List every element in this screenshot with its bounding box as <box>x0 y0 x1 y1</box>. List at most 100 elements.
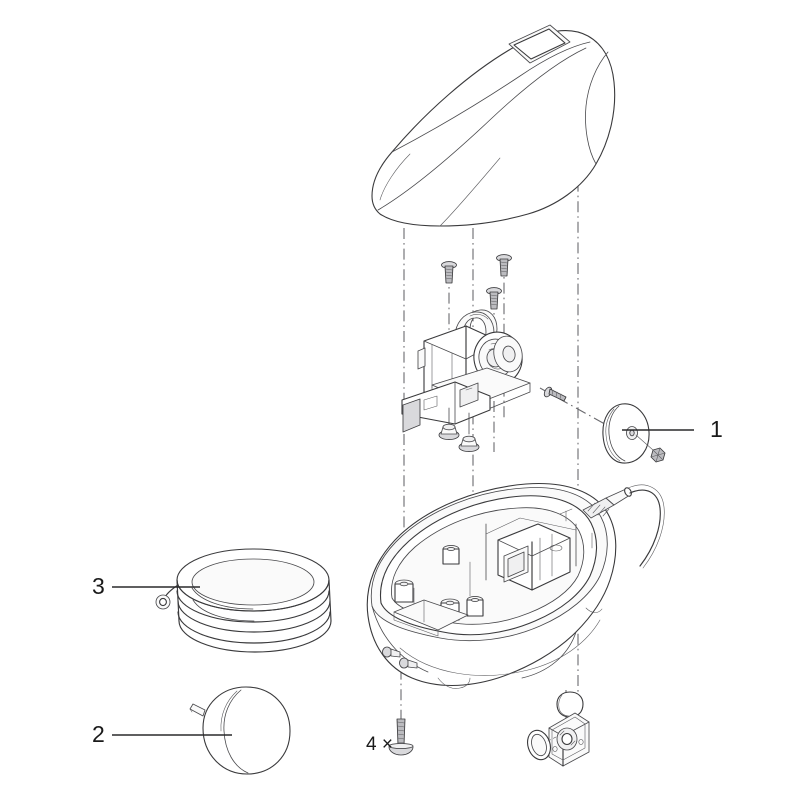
transformer-core-inner <box>507 551 525 578</box>
screw-thread <box>445 268 453 280</box>
cap-body <box>556 691 584 718</box>
hose-coil-wrap-3 <box>178 620 332 653</box>
o-ring-inner <box>531 733 547 757</box>
hose-inner-wrap-2 <box>192 599 255 622</box>
screw-shaft <box>499 258 509 277</box>
mounting-screw-head-top <box>388 742 414 750</box>
housing-foot-left <box>437 677 471 689</box>
cable-sleeve-end <box>624 487 632 497</box>
mounting-boss <box>394 579 414 603</box>
cover-parting-line <box>439 157 501 227</box>
mounting-boss <box>442 544 460 565</box>
housing-bottom-edge <box>521 631 577 679</box>
bracket-boss-slot <box>559 730 576 746</box>
mounting-boss <box>466 595 484 617</box>
rotor-rim-inner <box>608 405 626 462</box>
bracket-arm-slot <box>423 395 438 411</box>
grommet-top <box>462 435 476 443</box>
boss-bore <box>399 581 409 587</box>
cover-rear-fillet <box>585 51 609 165</box>
cover-screw-group <box>441 254 512 310</box>
quantity-label-screws: 4 × <box>366 734 393 755</box>
cover-recess-window <box>508 24 571 64</box>
boss-bore <box>470 597 480 603</box>
screw-thread <box>490 294 498 306</box>
pump-inner-cavity <box>459 382 479 408</box>
cable-lead <box>629 489 661 567</box>
connector-pin <box>382 646 392 658</box>
housing-skirt-crease <box>399 619 601 676</box>
suction-cup-stem <box>189 703 206 717</box>
top-cover-shroud <box>371 24 616 227</box>
grommet-top <box>442 423 456 431</box>
hose-inner-wrap-1 <box>191 587 254 610</box>
internal-transformer <box>497 523 571 591</box>
bracket-hole <box>578 739 584 745</box>
mounting-screw <box>388 718 414 756</box>
compartment-rim <box>393 611 439 637</box>
o-ring-leader <box>547 735 559 742</box>
cover-top-ridge <box>391 41 591 153</box>
housing-wire-clip <box>559 508 573 522</box>
housing-mounting-bosses <box>394 544 484 621</box>
boss-wall <box>466 599 484 617</box>
connector-pin-stem <box>390 648 401 658</box>
hose-coil-wrap-1 <box>176 579 330 612</box>
screw-thread <box>500 261 508 273</box>
rubber-grommet-foot <box>458 435 480 453</box>
suction-cup-stem-tip <box>189 708 193 713</box>
suction-cup-parting <box>223 689 249 774</box>
compartment-floor <box>393 599 469 631</box>
recess-inner <box>513 28 566 60</box>
rubber-grommet-group <box>438 423 480 453</box>
bracket-inner-frame <box>551 716 586 761</box>
power-cable <box>582 484 665 569</box>
pump-inlet-seam <box>469 314 489 320</box>
connector-pin <box>399 657 409 669</box>
hose-coil-wrap-1b <box>176 590 330 623</box>
transformer-top <box>497 537 571 557</box>
screw-shaft <box>444 265 454 284</box>
cover-body <box>371 30 616 227</box>
bracket-hole <box>552 746 558 752</box>
cover-side-crease <box>377 47 587 211</box>
suction-cup-foot <box>189 686 291 775</box>
hose-outer-right <box>328 579 332 622</box>
hose-coil-top-inner <box>191 558 315 606</box>
bracket-plate-assembly <box>527 691 590 767</box>
boss-wall <box>442 548 460 565</box>
transformer-winding-line <box>539 533 553 581</box>
callout-number-2: 2 <box>92 721 105 747</box>
pump-inner-bar <box>465 387 473 391</box>
boss-bore <box>445 600 455 606</box>
centerline-rotor <box>539 387 613 429</box>
cover-screw <box>441 261 457 284</box>
cover-screw <box>486 287 502 310</box>
callout-leader-lines <box>112 429 694 736</box>
rotor-shaft <box>635 434 654 451</box>
housing-connector-pins <box>382 646 418 669</box>
rotor-rim-inner-2 <box>605 408 621 462</box>
side-screw-shaft <box>548 388 567 402</box>
cover-edge-highlight <box>379 153 411 201</box>
bracket-o-ring <box>527 729 551 761</box>
housing-front-compartment <box>393 599 469 637</box>
suction-cup-shade <box>220 690 238 732</box>
callout-number-3: 3 <box>92 573 105 599</box>
cable-lead-edge <box>627 484 665 569</box>
bracket-boss-bore <box>561 732 573 746</box>
rotor-retaining-nut <box>650 447 666 463</box>
cap-edge <box>558 694 570 717</box>
pump-motor-assembly <box>401 309 567 435</box>
rubber-grommet-foot <box>438 423 460 441</box>
nut-facets <box>650 447 666 463</box>
hose-coil-wrap-2 <box>177 600 331 633</box>
housing-internal-ribs <box>413 517 577 617</box>
rotor-bore <box>629 429 635 437</box>
housing-bottom-wall <box>371 605 429 673</box>
callout-number-1: 1 <box>710 416 723 442</box>
transformer-mount-hole <box>549 544 563 552</box>
boss-bore <box>446 546 456 552</box>
